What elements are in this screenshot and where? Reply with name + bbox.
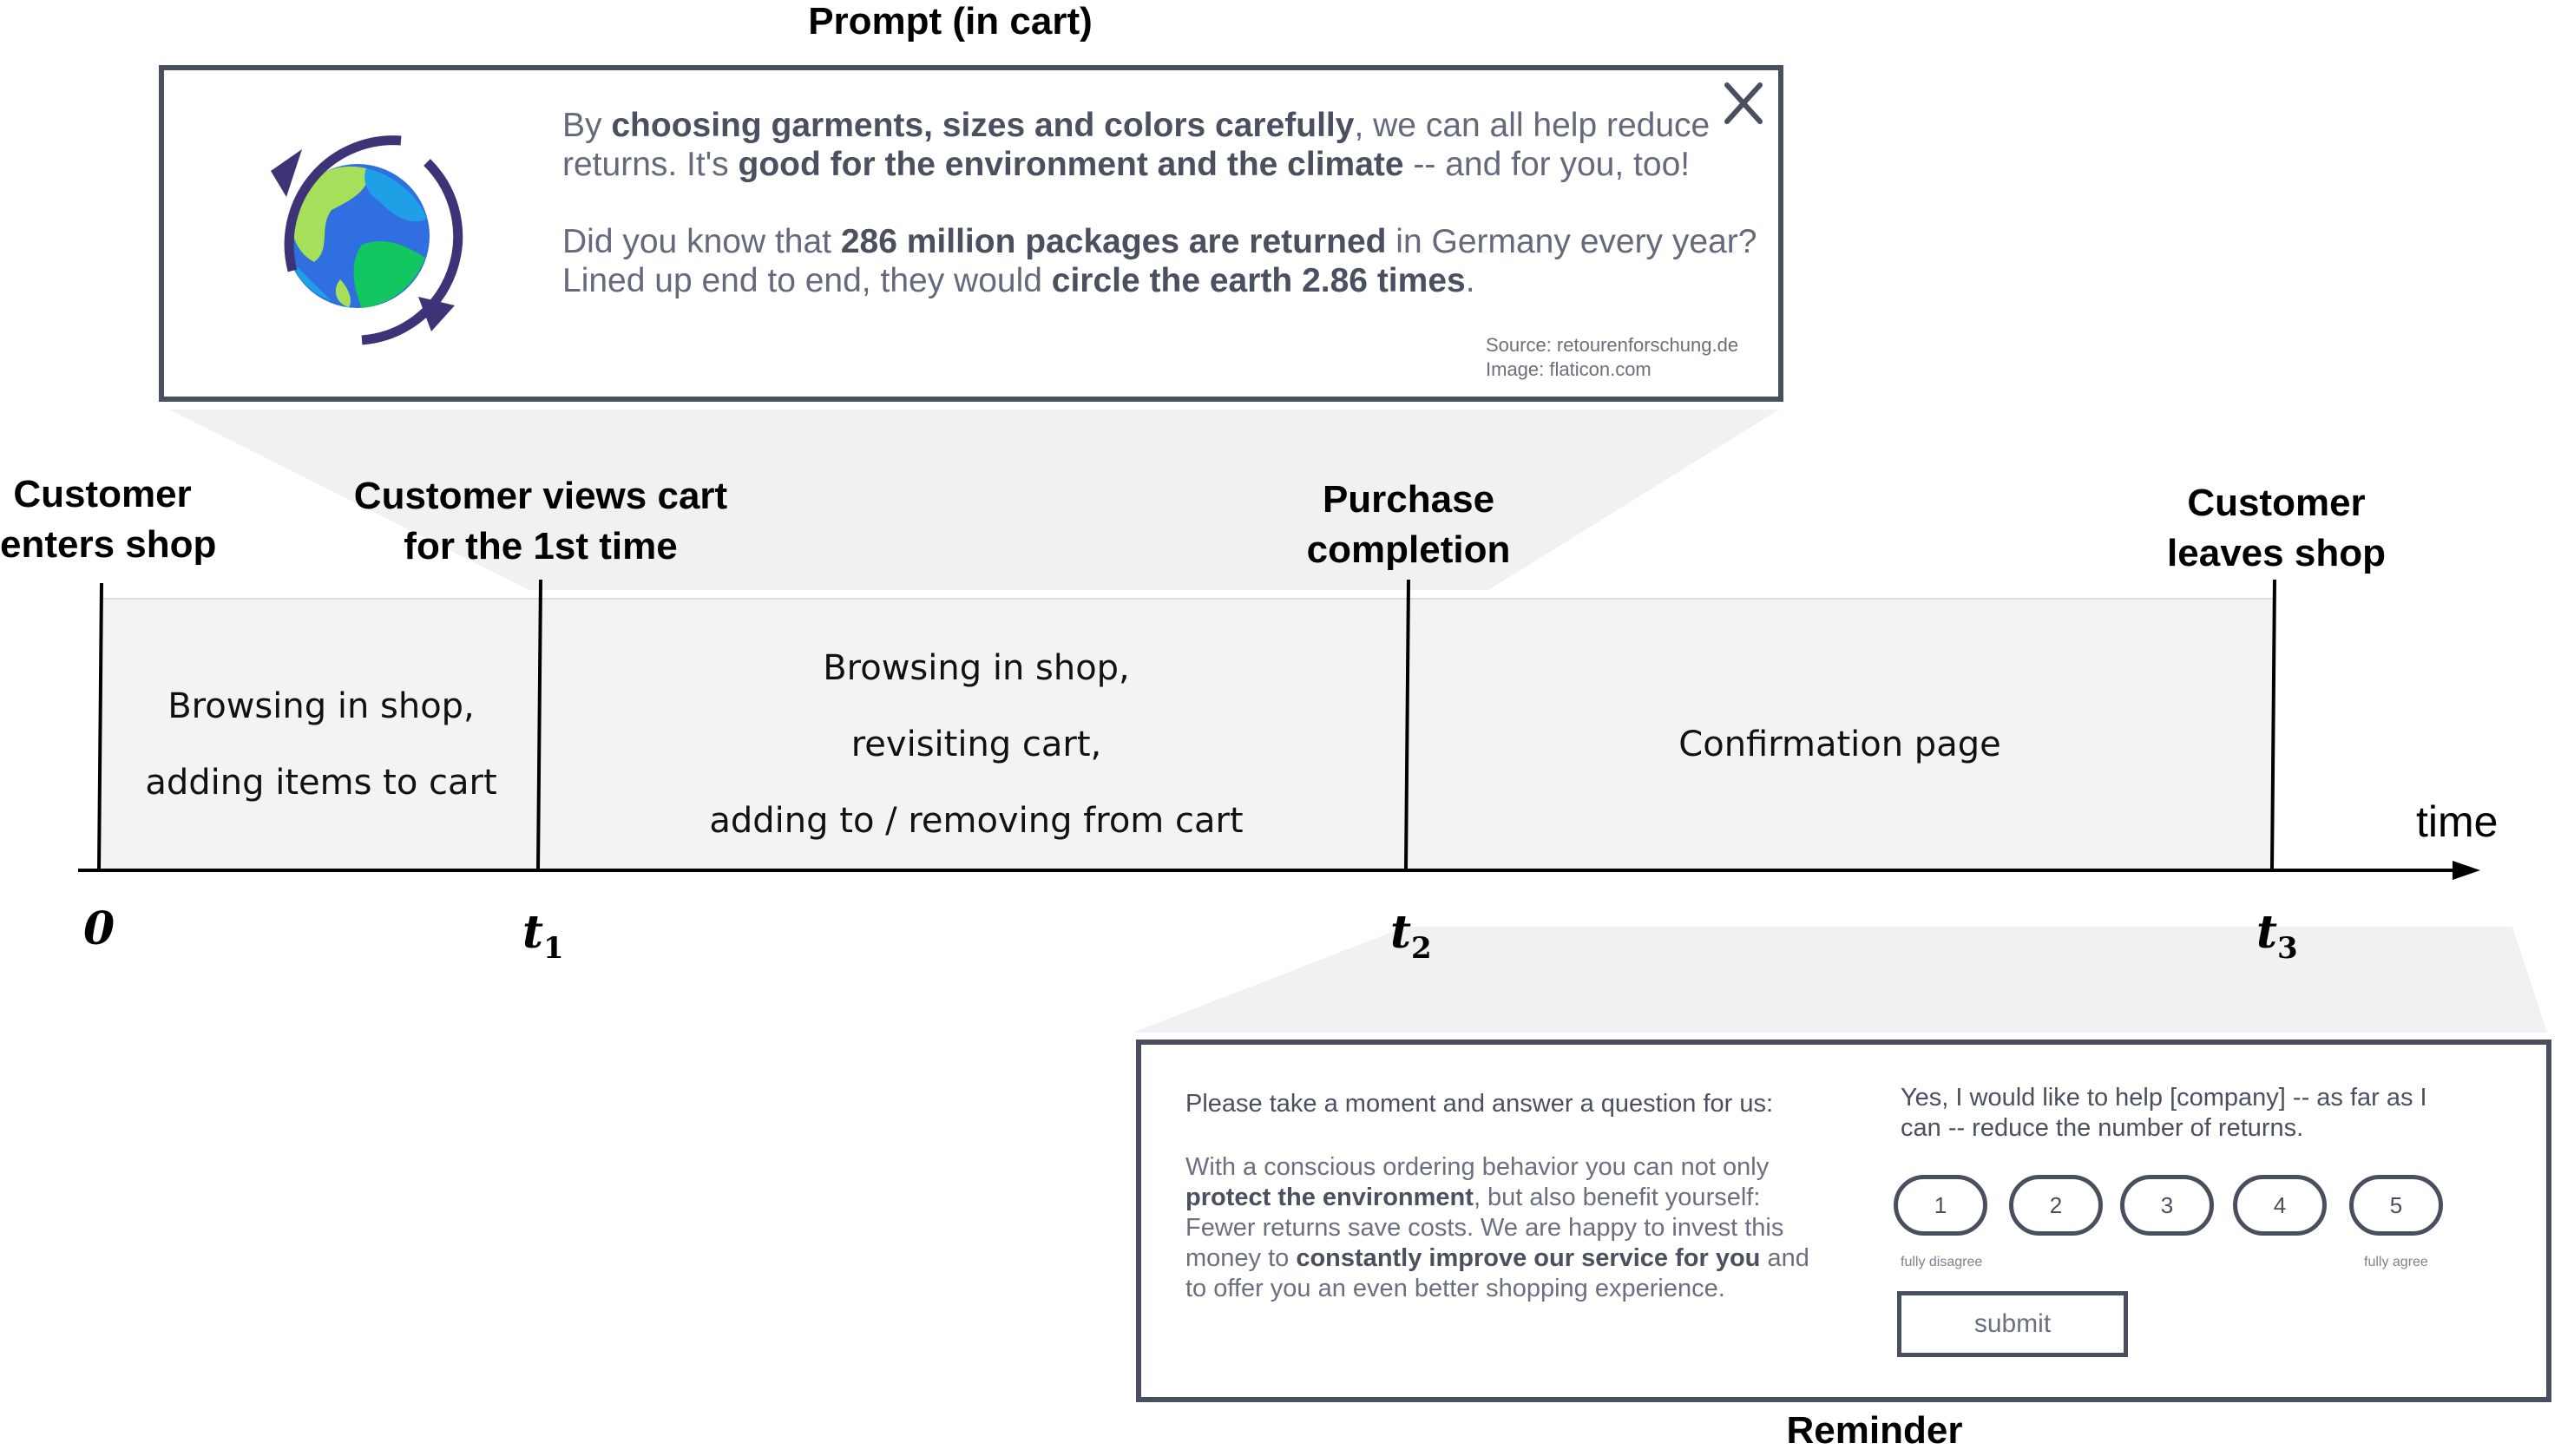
phase-confirmation: Confirmation page bbox=[1678, 725, 2001, 764]
tick-0: 0 bbox=[83, 902, 115, 955]
event-line-3 bbox=[2270, 579, 2276, 871]
prompt-box bbox=[159, 65, 1783, 402]
image-credit: Image: flaticon.com bbox=[1486, 358, 1652, 380]
scale-option-2[interactable]: 2 bbox=[2009, 1175, 2103, 1236]
tick-t2: t2 bbox=[1390, 906, 1432, 966]
reminder-question: Please take a moment and answer a questi… bbox=[1185, 1090, 1774, 1118]
event-line-0 bbox=[97, 582, 103, 871]
reminder-statement: Yes, I would like to help [company] -- a… bbox=[1901, 1084, 2427, 1142]
event-line-2 bbox=[1404, 579, 1410, 871]
scale-option-4[interactable]: 4 bbox=[2233, 1175, 2327, 1236]
phase-browsing: Browsing in shop,adding items to cart bbox=[145, 686, 497, 803]
reminder-projection bbox=[1133, 927, 2547, 1033]
phase-revisiting-cart: Browsing in shop,revisiting cart,adding … bbox=[709, 648, 1244, 841]
scale-low-label: fully disagree bbox=[1901, 1255, 1983, 1269]
scale-option-5[interactable]: 5 bbox=[2349, 1175, 2443, 1236]
tick-t3: t3 bbox=[2256, 906, 2298, 966]
tick-t1: t1 bbox=[522, 906, 564, 966]
source-credit: Source: retourenforschung.de bbox=[1486, 334, 1739, 356]
time-axis-arrowhead bbox=[2453, 861, 2480, 880]
prompt-projection bbox=[169, 410, 1779, 590]
phase-band bbox=[100, 599, 2274, 869]
prompt-title: Prompt (in cart) bbox=[808, 0, 1093, 43]
reminder-title: Reminder bbox=[1786, 1409, 1963, 1452]
time-axis-label: time bbox=[2416, 797, 2499, 846]
prompt-source: Source: retourenforschung.de Image: flat… bbox=[1486, 333, 1738, 382]
scale-option-3[interactable]: 3 bbox=[2120, 1175, 2214, 1236]
reminder-body: With a conscious ordering behavior you c… bbox=[1185, 1153, 1809, 1302]
prompt-paragraph-1: By choosing garments, sizes and colors c… bbox=[562, 107, 1711, 183]
scale-option-1[interactable]: 1 bbox=[1894, 1175, 1987, 1236]
prompt-paragraph-2: Did you know that 286 million packages a… bbox=[562, 223, 1757, 299]
scale-high-label: fully agree bbox=[2364, 1255, 2428, 1269]
submit-button[interactable]: submit bbox=[1897, 1291, 2128, 1357]
globe-recycle-icon bbox=[271, 135, 463, 345]
close-icon[interactable] bbox=[1724, 82, 1763, 124]
event-line-1 bbox=[536, 579, 542, 871]
